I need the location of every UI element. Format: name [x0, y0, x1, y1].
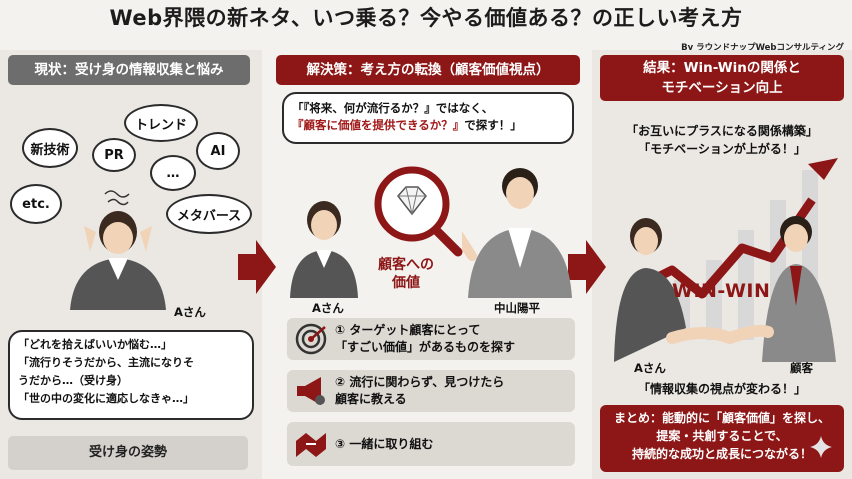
- handshake-icon: [287, 423, 335, 465]
- handshake-people-illustration: [614, 216, 836, 362]
- customer-value-label-line-2: 価値: [392, 275, 420, 291]
- result-header: 結果：Win-Winの関係と モチベーション向上: [600, 55, 844, 101]
- motivation-quote: 「モチベーションが上がる！」: [638, 142, 806, 156]
- person-a-label: Aさん: [312, 301, 344, 315]
- arrow-right-icon: [238, 240, 276, 294]
- customer-value-highlight: 『顧客に価値を提供できるか？』: [292, 118, 465, 132]
- solution-line-1: 「『将来、何が流行るか？』ではなく、: [292, 101, 494, 115]
- target-icon: [287, 318, 335, 360]
- consultant-illustration: [462, 168, 572, 298]
- worry-line-4: 「世の中の変化に適応しなきゃ…」: [18, 392, 194, 405]
- solution-header: 解決策：考え方の転換（顧客価値視点）: [276, 55, 580, 85]
- bubble-ai: AI: [196, 132, 240, 170]
- bubble-pr: PR: [92, 138, 136, 172]
- bubble-new-tech: 新技術: [22, 128, 78, 168]
- solution-speech-bubble: 「『将来、何が流行るか？』ではなく、 『顧客に価値を提供できるか？』で探す！」: [282, 92, 574, 144]
- worry-line-1: 「どれを拾えばいいか悩む…」: [18, 338, 172, 351]
- bubble-ellipsis: …: [150, 155, 196, 191]
- result-header-line-2: モチベーション向上: [661, 80, 783, 96]
- customer-label: 顧客: [790, 361, 813, 375]
- step-2-line-2: 顧客に教える: [335, 392, 407, 406]
- sparkle-icon: [810, 436, 832, 458]
- step-2-line-1: ② 流行に関わらず、見つけたら: [335, 375, 505, 389]
- bubble-metaverse: メタバース: [166, 194, 252, 234]
- step-2: ② 流行に関わらず、見つけたら 顧客に教える: [287, 370, 575, 412]
- perspective-quote: 「情報収集の視点が変わる！」: [637, 382, 806, 396]
- person-a-illustration: [290, 201, 358, 298]
- arrow-right-icon: [568, 240, 606, 294]
- solution-line-2-rest: で探す！」: [464, 118, 522, 132]
- customer-value-label: 顧客への 価値: [376, 256, 436, 292]
- bubble-etc: etc.: [10, 184, 62, 224]
- step-1-line-2: 「すごい価値」があるものを探す: [335, 340, 516, 354]
- step-1-line-1: ① ターゲット顧客にとって: [335, 323, 481, 337]
- step-3-line-1: ③ 一緒に取り組む: [335, 436, 434, 451]
- person-a-label: Aさん: [174, 305, 206, 319]
- megaphone-icon: [287, 370, 335, 412]
- summary-line-1: まとめ：能動的に「顧客価値」を探し、: [613, 411, 830, 425]
- current-state-header: 現状：受け身の情報収集と悩み: [8, 55, 250, 85]
- worry-line-2: 「流行りそうだから、主流になりそ: [18, 356, 194, 369]
- summary-box: まとめ：能動的に「顧客価値」を探し、 提案・共創することで、 持続的な成功と成長…: [600, 405, 844, 472]
- step-3: ③ 一緒に取り組む: [287, 422, 575, 466]
- worry-speech-bubble: 「どれを拾えばいいか悩む…」 「流行りそうだから、主流になりそ うだから…（受け…: [8, 330, 254, 420]
- solution-line-2: 『顧客に価値を提供できるか？』で探す！」: [292, 117, 564, 134]
- bubble-trend: トレンド: [124, 104, 198, 142]
- summary-line-3: 持続的な成功と成長につながる！: [631, 447, 812, 461]
- relationship-quote: 「お互いにプラスになる関係構築」: [626, 124, 818, 138]
- win-win-label: WIN-WIN: [672, 280, 771, 302]
- page-title: Web界隈の新ネタ、いつ乗る？今やる価値ある？の正しい考え方: [109, 6, 743, 30]
- summary-line-2: 提案・共創することで、: [656, 429, 788, 443]
- worry-line-3: うだから…（受け身）: [18, 374, 128, 387]
- customer-value-label-line-1: 顧客への: [378, 257, 434, 273]
- confused-person-illustration: [70, 190, 166, 310]
- result-header-line-1: 結果：Win-Winの関係と: [643, 60, 801, 76]
- step-1: ① ターゲット顧客にとって 「すごい価値」があるものを探す: [287, 318, 575, 360]
- passive-attitude-label: 受け身の姿勢: [8, 436, 248, 470]
- magnifier-diamond-icon: [374, 166, 463, 257]
- byline: By ラウンドナップWebコンサルティング: [681, 43, 844, 53]
- nakayama-label: 中山陽平: [494, 301, 540, 315]
- person-a-label: Aさん: [634, 361, 666, 375]
